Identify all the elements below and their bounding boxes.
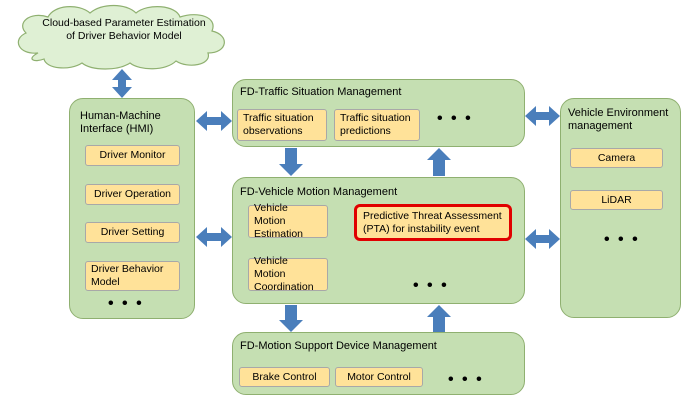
brake-control-box: Brake Control [239, 367, 330, 387]
arrow-motion-environment [525, 229, 560, 249]
motion-coordination-box: Vehicle Motion Coordination [248, 255, 328, 293]
arrow-traffic-environment [525, 106, 560, 126]
arrow-motion-to-support [279, 305, 303, 332]
arrow-traffic-to-motion [279, 148, 303, 176]
hmi-more-dots: • • • [108, 295, 144, 312]
arrow-cloud-hmi [112, 69, 132, 98]
arrow-hmi-motion [196, 227, 232, 247]
pta-box: Predictive Threat Assessment (PTA) for i… [354, 204, 512, 241]
environment-title: Vehicle Environment management [568, 107, 669, 132]
support-title: FD-Motion Support Device Management [240, 340, 437, 352]
driver-setting-box: Driver Setting [85, 222, 180, 243]
traffic-observations-box: Traffic situation observations [237, 109, 327, 141]
environment-more-dots: • • • [604, 231, 640, 248]
cloud-label: Cloud-based Parameter Estimation of Driv… [42, 17, 206, 42]
driver-operation-box: Driver Operation [85, 184, 180, 205]
traffic-predictions-box: Traffic situation predictions [334, 109, 420, 141]
support-more-dots: • • • [448, 371, 484, 388]
driver-monitor-box: Driver Monitor [85, 145, 180, 166]
traffic-more-dots: • • • [437, 110, 473, 127]
arrow-hmi-traffic [196, 111, 232, 131]
motion-estimation-box: Vehicle Motion Estimation [248, 202, 328, 240]
motion-more-dots: • • • [413, 277, 449, 294]
camera-box: Camera [570, 148, 663, 168]
motor-control-box: Motor Control [335, 367, 423, 387]
traffic-title: FD-Traffic Situation Management [240, 86, 402, 98]
driver-behavior-model-box: Driver Behavior Model [85, 261, 180, 291]
cloud-shape [17, 4, 225, 70]
lidar-box: LiDAR [570, 190, 663, 210]
arrow-support-to-motion [427, 305, 451, 332]
arrow-motion-to-traffic [427, 148, 451, 176]
hmi-title: Human-Machine Interface (HMI) [80, 110, 161, 135]
motion-title: FD-Vehicle Motion Management [240, 186, 398, 198]
